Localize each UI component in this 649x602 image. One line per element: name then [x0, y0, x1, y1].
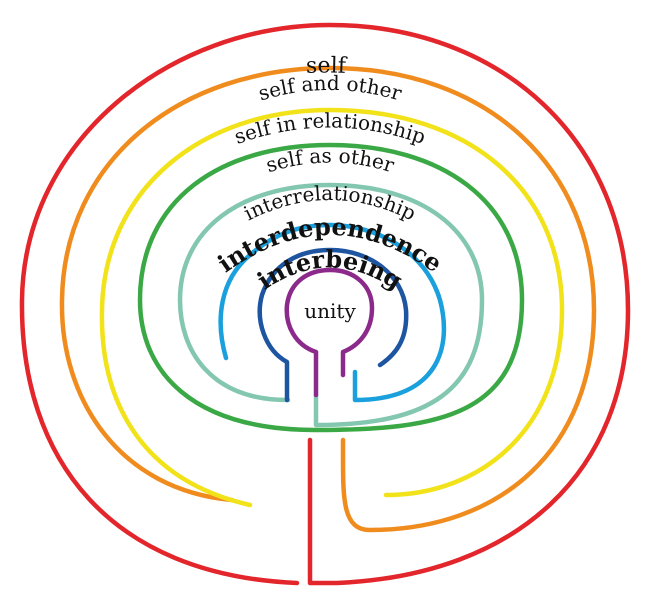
ring-self-and-other	[59, 65, 597, 533]
ring-unity	[284, 267, 375, 398]
ring-self	[19, 22, 631, 586]
ring-self-in-relationship	[99, 107, 565, 508]
label-interbeing: interbeing	[252, 244, 408, 295]
ring-interdependence	[218, 222, 447, 403]
ring-interbeing	[257, 247, 409, 403]
label-self: self	[306, 53, 349, 79]
ring-interrelationship	[177, 182, 485, 428]
label-unity: unity	[304, 299, 356, 323]
label-self-and-other: self and other	[256, 71, 405, 106]
ring-self-as-other	[137, 142, 525, 433]
